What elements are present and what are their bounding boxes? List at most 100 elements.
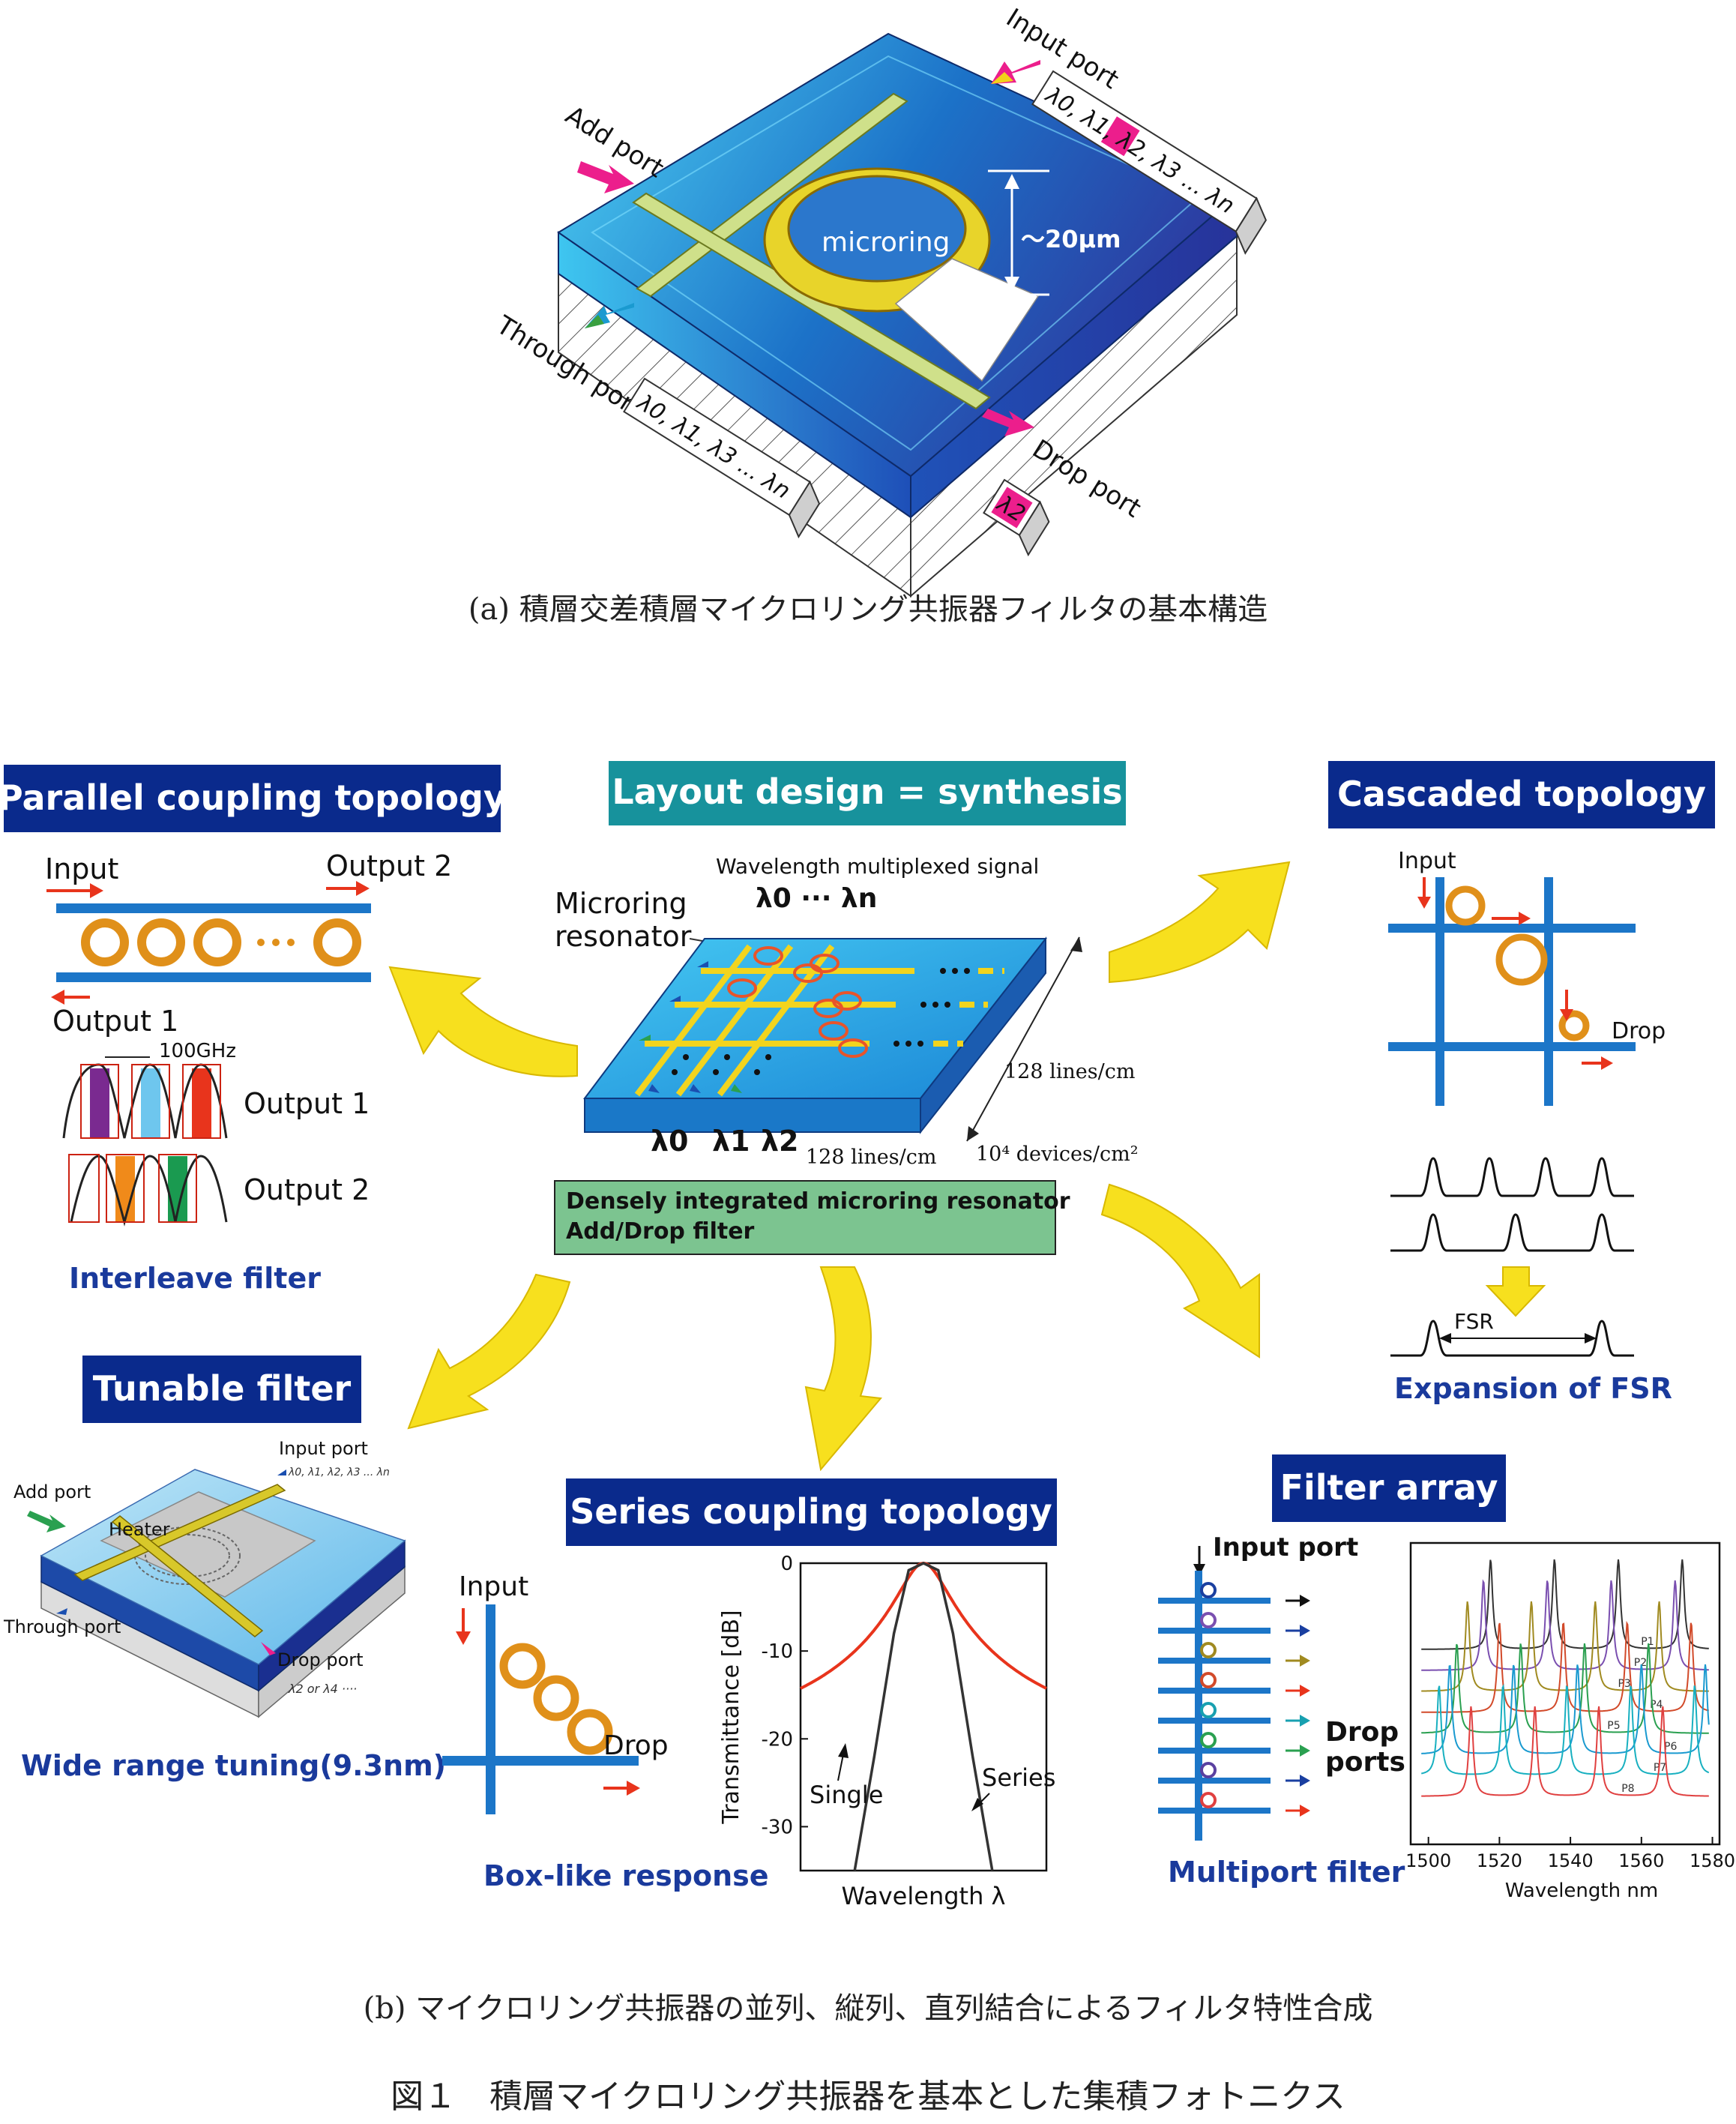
filter-row-waveguide [1158,1628,1271,1634]
filter-row-waveguide [1158,1778,1271,1784]
density-label: 10⁴ devices/cm² [976,1143,1139,1166]
cascaded-peaks [1390,1157,1634,1357]
multiport-caption: Multiport filter [1168,1856,1405,1889]
parallel-output1-label: Output 1 [52,1005,178,1038]
filter-row-ring [1200,1702,1217,1718]
chip-port-markers [639,961,742,1093]
series-bus-vertical [486,1604,495,1814]
cascaded-title-box [1328,761,1715,828]
spectrum-trace [1421,1664,1710,1754]
structure-a: microring ～20μm Input port Add port Thro… [490,3,1268,598]
heater-label: Heater [109,1519,170,1540]
spacing-label: 100GHz [159,1040,236,1062]
series-chart-frame [799,1562,1048,1872]
parallel-rings [81,918,361,966]
interleave-output1 [62,1063,228,1139]
lambda-range-label: λ0 ··· λn [756,883,877,914]
tunable-drop-port-label: Drop port [277,1649,364,1670]
tunable-panel: Tunable filter Heater Input port λ0, λ1,… [3,1356,446,1782]
spectrum-port-label: P8 [1621,1783,1634,1795]
svg-text:Layout design = synthesis: Layout design = synthesis [612,771,1122,812]
spectrum-xtick-label: 1520 [1477,1850,1522,1871]
series-drop-label: Drop [603,1730,669,1761]
filter-row-ring [1200,1732,1217,1748]
cascaded-drop-label: Drop [1612,1018,1666,1044]
filter-row-ring [1200,1672,1217,1688]
spectrum-trace [1421,1706,1709,1797]
svg-text:Cascaded topology: Cascaded topology [1337,774,1706,814]
tunable-waveguide-1 [73,1484,286,1581]
flow-arrows [388,861,1291,1472]
series-label: Series [982,1763,1055,1792]
tunable-drop-wavelengths: λ2 or λ4 ···· [288,1682,357,1696]
chip-dots [672,968,970,1075]
filter-row-arrowhead [1300,1595,1310,1607]
spectrum-xtick-label: 1540 [1548,1850,1594,1871]
svg-text:Tunable filter: Tunable filter [93,1368,352,1409]
resonator-label-1: Microring [555,887,687,920]
tunable-input-port-label: Input port [279,1438,368,1459]
filter-row-arrowhead [1300,1625,1310,1637]
filter-row-waveguide [1158,1688,1271,1694]
series-ytick-label: -20 [762,1728,793,1751]
fsr-label: FSR [1454,1309,1494,1334]
series-ytick-label: 0 [780,1553,793,1575]
drop-ports-label-1: Drop [1325,1717,1399,1748]
spectrum-port-label: P3 [1618,1678,1630,1690]
single-label: Single [810,1781,883,1809]
spectrum-xtick-label: 1560 [1618,1850,1664,1871]
interleave-output2 [68,1154,228,1227]
cascaded-input-label: Input [1398,848,1456,874]
drop-wavelength-box: λ2 [983,478,1050,557]
tunable-add-port-label: Add port [13,1481,91,1502]
spectrum-port-label: P5 [1607,1720,1620,1732]
series-ytick-label: -30 [762,1816,793,1838]
spectrum-port-label: P2 [1634,1657,1647,1669]
filter-row-ring [1200,1642,1217,1658]
series-ylabel: Transmittance [dB] [718,1610,744,1824]
spectrum-xtick-label: 1500 [1405,1850,1451,1871]
waveguide-lower [632,192,991,410]
arrow-to-series [804,1266,882,1472]
wdm-signal-label: Wavelength multiplexed signal [716,854,1039,879]
resonator-label-2: resonator [555,920,692,953]
filter-array-panel: Filter array Input port Drop ports Multi… [1158,1454,1735,1902]
output1-label: Output 1 [244,1087,370,1120]
filter-row-waveguide [1158,1808,1271,1814]
svg-text:Add/Drop filter: Add/Drop filter [566,1218,755,1245]
cascaded-panel: Cascaded topology Input Drop FSR [1328,761,1715,1405]
tunable-title-box [82,1356,361,1423]
parallel-title-box [4,765,501,832]
lambda2-label: λ2 [761,1125,799,1158]
tuning-caption: Wide range tuning(9.3nm) [21,1749,446,1782]
svg-text:Series coupling topology: Series coupling topology [570,1491,1052,1532]
filter-row-arrowhead [1300,1745,1310,1757]
series-chart-ticks: 0-10-20-30 [762,1553,808,1838]
chip-microrings [727,946,868,1058]
tunable-input-wavelengths: λ0, λ1, λ2, λ3 ... λn [288,1466,390,1478]
filter-row-ring [1200,1792,1217,1808]
series-rings [499,1643,613,1755]
svg-text:Parallel coupling topology: Parallel coupling topology [0,777,506,818]
filter-bus [1195,1571,1202,1841]
filter-array-title-box [1272,1454,1506,1522]
spectrum-trace [1421,1601,1709,1692]
series-transmittance-chart: 0-10-20-30 Transmittance [dB] Wavelength… [718,1553,1055,1910]
figure-caption: 図１ 積層マイクロリング共振器を基本とした集積フォトニクス [391,2078,1345,2116]
series-title-box [566,1478,1057,1546]
svg-text:Filter array: Filter array [1280,1467,1498,1508]
filter-row-arrowhead [1300,1685,1310,1697]
cascaded-rings [1445,885,1590,1041]
filter-row-arrowhead [1300,1805,1310,1817]
spectrum-trace [1421,1683,1710,1775]
layout-title-box: Layout design = synthesis [609,761,1126,825]
lambda1-label: λ1 [712,1125,750,1158]
cascaded-down-arrow [1485,1266,1546,1317]
arrow-to-parallel [388,966,578,1077]
filter-row-ring [1200,1762,1217,1778]
series-bus-horizontal [442,1756,639,1766]
center-chip: Wavelength multiplexed signal λ0 ··· λn … [554,854,1139,1255]
svg-text:Densely integrated microring r: Densely integrated microring resonator [566,1188,1070,1215]
tunable-waveguide-2 [111,1515,264,1637]
